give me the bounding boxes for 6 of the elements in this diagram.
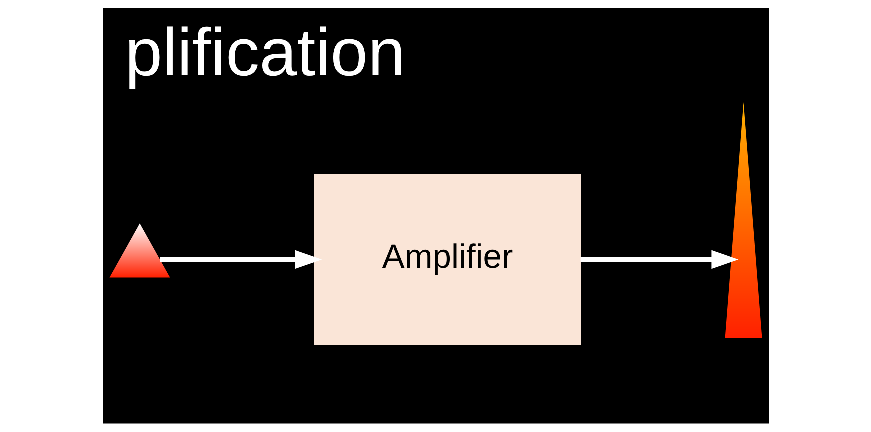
node-picture [724, 102, 762, 338]
arrow [160, 250, 322, 270]
diagram-title: plification [124, 16, 406, 91]
node-box: Amplifier [314, 174, 581, 346]
arrow [580, 250, 738, 270]
node-picture [109, 224, 170, 278]
